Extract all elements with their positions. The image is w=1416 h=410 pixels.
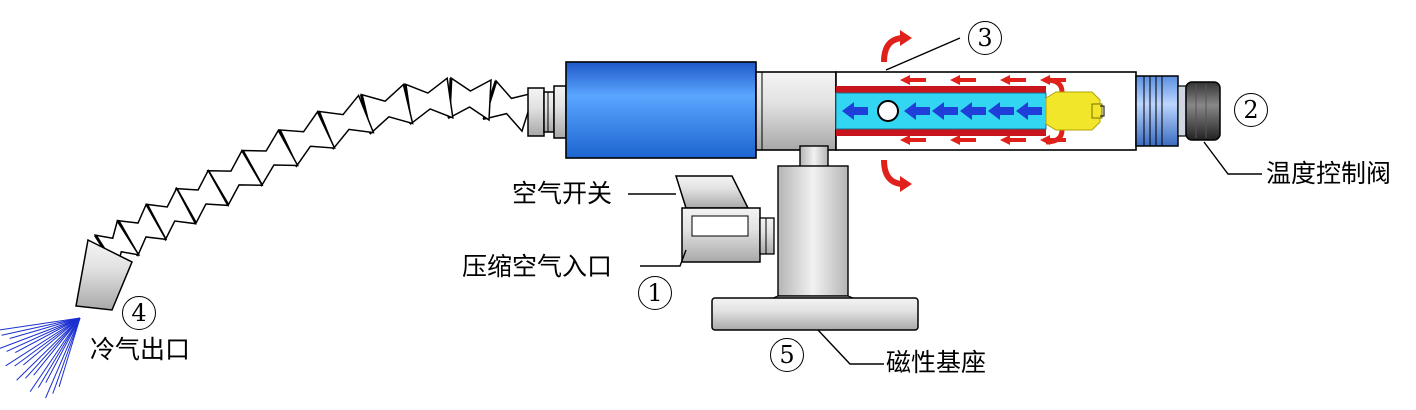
flex-hose [75,76,536,311]
spray-line [45,317,81,383]
spray-line [37,317,81,388]
vortex-core [877,100,899,122]
stand-post [767,145,859,301]
cold-arrow [842,102,868,120]
hot-arrow [950,75,976,85]
hose-segment [482,79,536,133]
spray-line [52,317,81,394]
temperature-control-valve [1135,75,1221,147]
cold-arrow [1016,102,1042,120]
magnetic-base-label: 磁性基座 [886,348,987,377]
valve-plug [1045,91,1105,131]
air-inlet-body [681,207,775,263]
hose-segment [404,76,454,126]
marker-4: 4 [122,296,156,330]
spray-line [16,317,81,381]
exhaust-arrows [881,30,912,192]
hot-arrow [900,135,926,145]
magnetic-base [711,297,919,331]
cold-arrow [932,102,958,120]
marker-5: 5 [770,338,804,372]
temp-valve-label: 温度控制阀 [1266,159,1392,188]
hose-segment [448,76,492,122]
marker-2: 2 [1234,93,1268,127]
spray-line [5,317,81,367]
cold-outlet-label: 冷气出口 [90,335,191,364]
air-switch [674,175,750,209]
air-inlet-label: 压缩空气入口 [462,252,613,281]
hot-arrow [900,75,926,85]
spray-line [14,317,81,354]
marker-3: 3 [968,21,1002,55]
hot-arrow [950,135,976,145]
spray-line [45,317,81,399]
cold-arrow [960,102,986,120]
spray-line [29,317,81,392]
cold-flow-arrows [842,102,1042,120]
spray-line [0,317,81,331]
hose-fitting [527,85,567,139]
spray-line [0,317,81,349]
spray-line [58,317,81,388]
cold-air-spray [0,317,81,399]
spray-line [23,317,81,366]
marker-1: 1 [638,276,672,310]
cold-arrow [904,102,930,120]
spray-line [1,317,81,336]
spray-line [25,317,81,379]
generator-body [565,61,757,159]
spray-line [9,317,81,339]
hot-arrow [1000,75,1026,85]
spray-line [6,317,81,352]
leader-lines [628,37,1262,365]
hot-arrow [1000,135,1026,145]
hose-nozzle [75,238,133,311]
spray-line [33,317,81,376]
spray-line [14,317,81,367]
air-switch-label: 空气开关 [512,179,613,208]
vortex-housing [755,71,837,151]
cold-arrow [988,102,1014,120]
